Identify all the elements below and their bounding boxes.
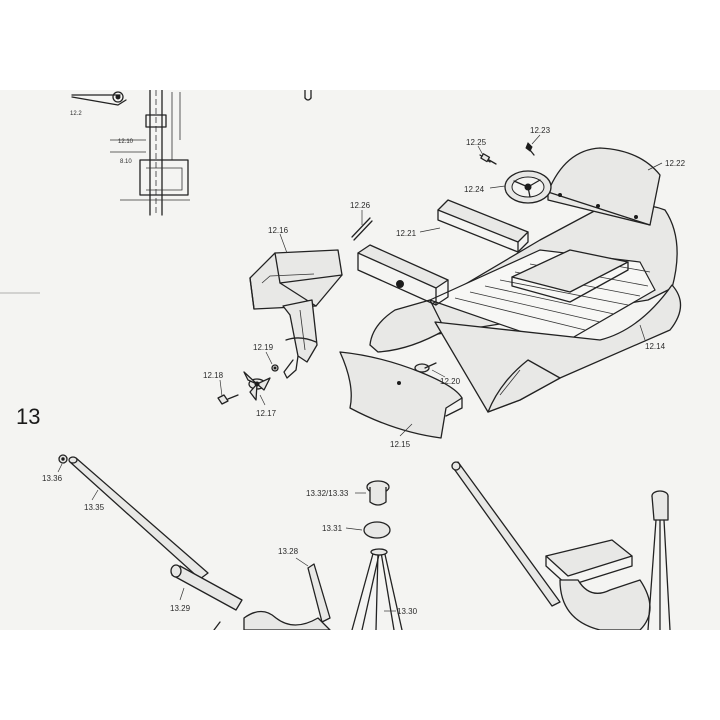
tripod-stand <box>351 548 403 630</box>
cap-and-disc <box>363 480 391 539</box>
curved-bracket <box>213 610 331 630</box>
label-12-26: 12.26 <box>350 201 371 210</box>
label-12-18: 12.18 <box>203 371 224 380</box>
short-rod <box>307 563 331 623</box>
label-8-10: 8.10 <box>120 159 132 165</box>
label-12-22: 12.22 <box>665 159 686 168</box>
long-pole <box>58 454 209 580</box>
section-number: 13 <box>16 404 40 429</box>
screws <box>351 142 535 373</box>
label-12-20: 12.20 <box>440 377 461 386</box>
label-12-14: 12.14 <box>645 342 666 351</box>
label-13-28: 13.28 <box>278 547 299 556</box>
instruction-sheet: 12.2 12.10 8.10 <box>0 90 720 630</box>
label-12-16: 12.16 <box>268 226 289 235</box>
propeller-parts <box>217 364 279 405</box>
assembly-diagram: 12.2 12.10 8.10 <box>0 90 686 630</box>
label-12-21: 12.21 <box>396 229 417 238</box>
bench-seat <box>357 199 529 306</box>
label-12-24: 12.24 <box>464 185 485 194</box>
outboard-motor <box>249 249 343 379</box>
leader-lines-12 <box>219 134 663 437</box>
label-12-2: 12.2 <box>70 111 82 117</box>
transom-board <box>339 351 463 439</box>
davit-assembly <box>451 461 671 630</box>
label-12-15: 12.15 <box>390 440 411 449</box>
label-13-29: 13.29 <box>170 604 191 613</box>
label-13-32-33: 13.32/13.33 <box>306 489 349 498</box>
label-12-25: 12.25 <box>466 138 487 147</box>
label-13-30: 13.30 <box>397 607 418 616</box>
label-13-31: 13.31 <box>322 524 343 533</box>
label-12-23: 12.23 <box>530 126 551 135</box>
upper-left-partial-assembly <box>71 90 312 216</box>
label-12-19: 12.19 <box>253 343 274 352</box>
inflatable-boat <box>369 147 682 413</box>
steering-wheel <box>504 170 552 204</box>
tube-segment <box>170 564 243 611</box>
label-12-10: 12.10 <box>118 139 134 145</box>
label-13-36: 13.36 <box>42 474 63 483</box>
label-12-17: 12.17 <box>256 409 277 418</box>
label-13-35: 13.35 <box>84 503 105 512</box>
